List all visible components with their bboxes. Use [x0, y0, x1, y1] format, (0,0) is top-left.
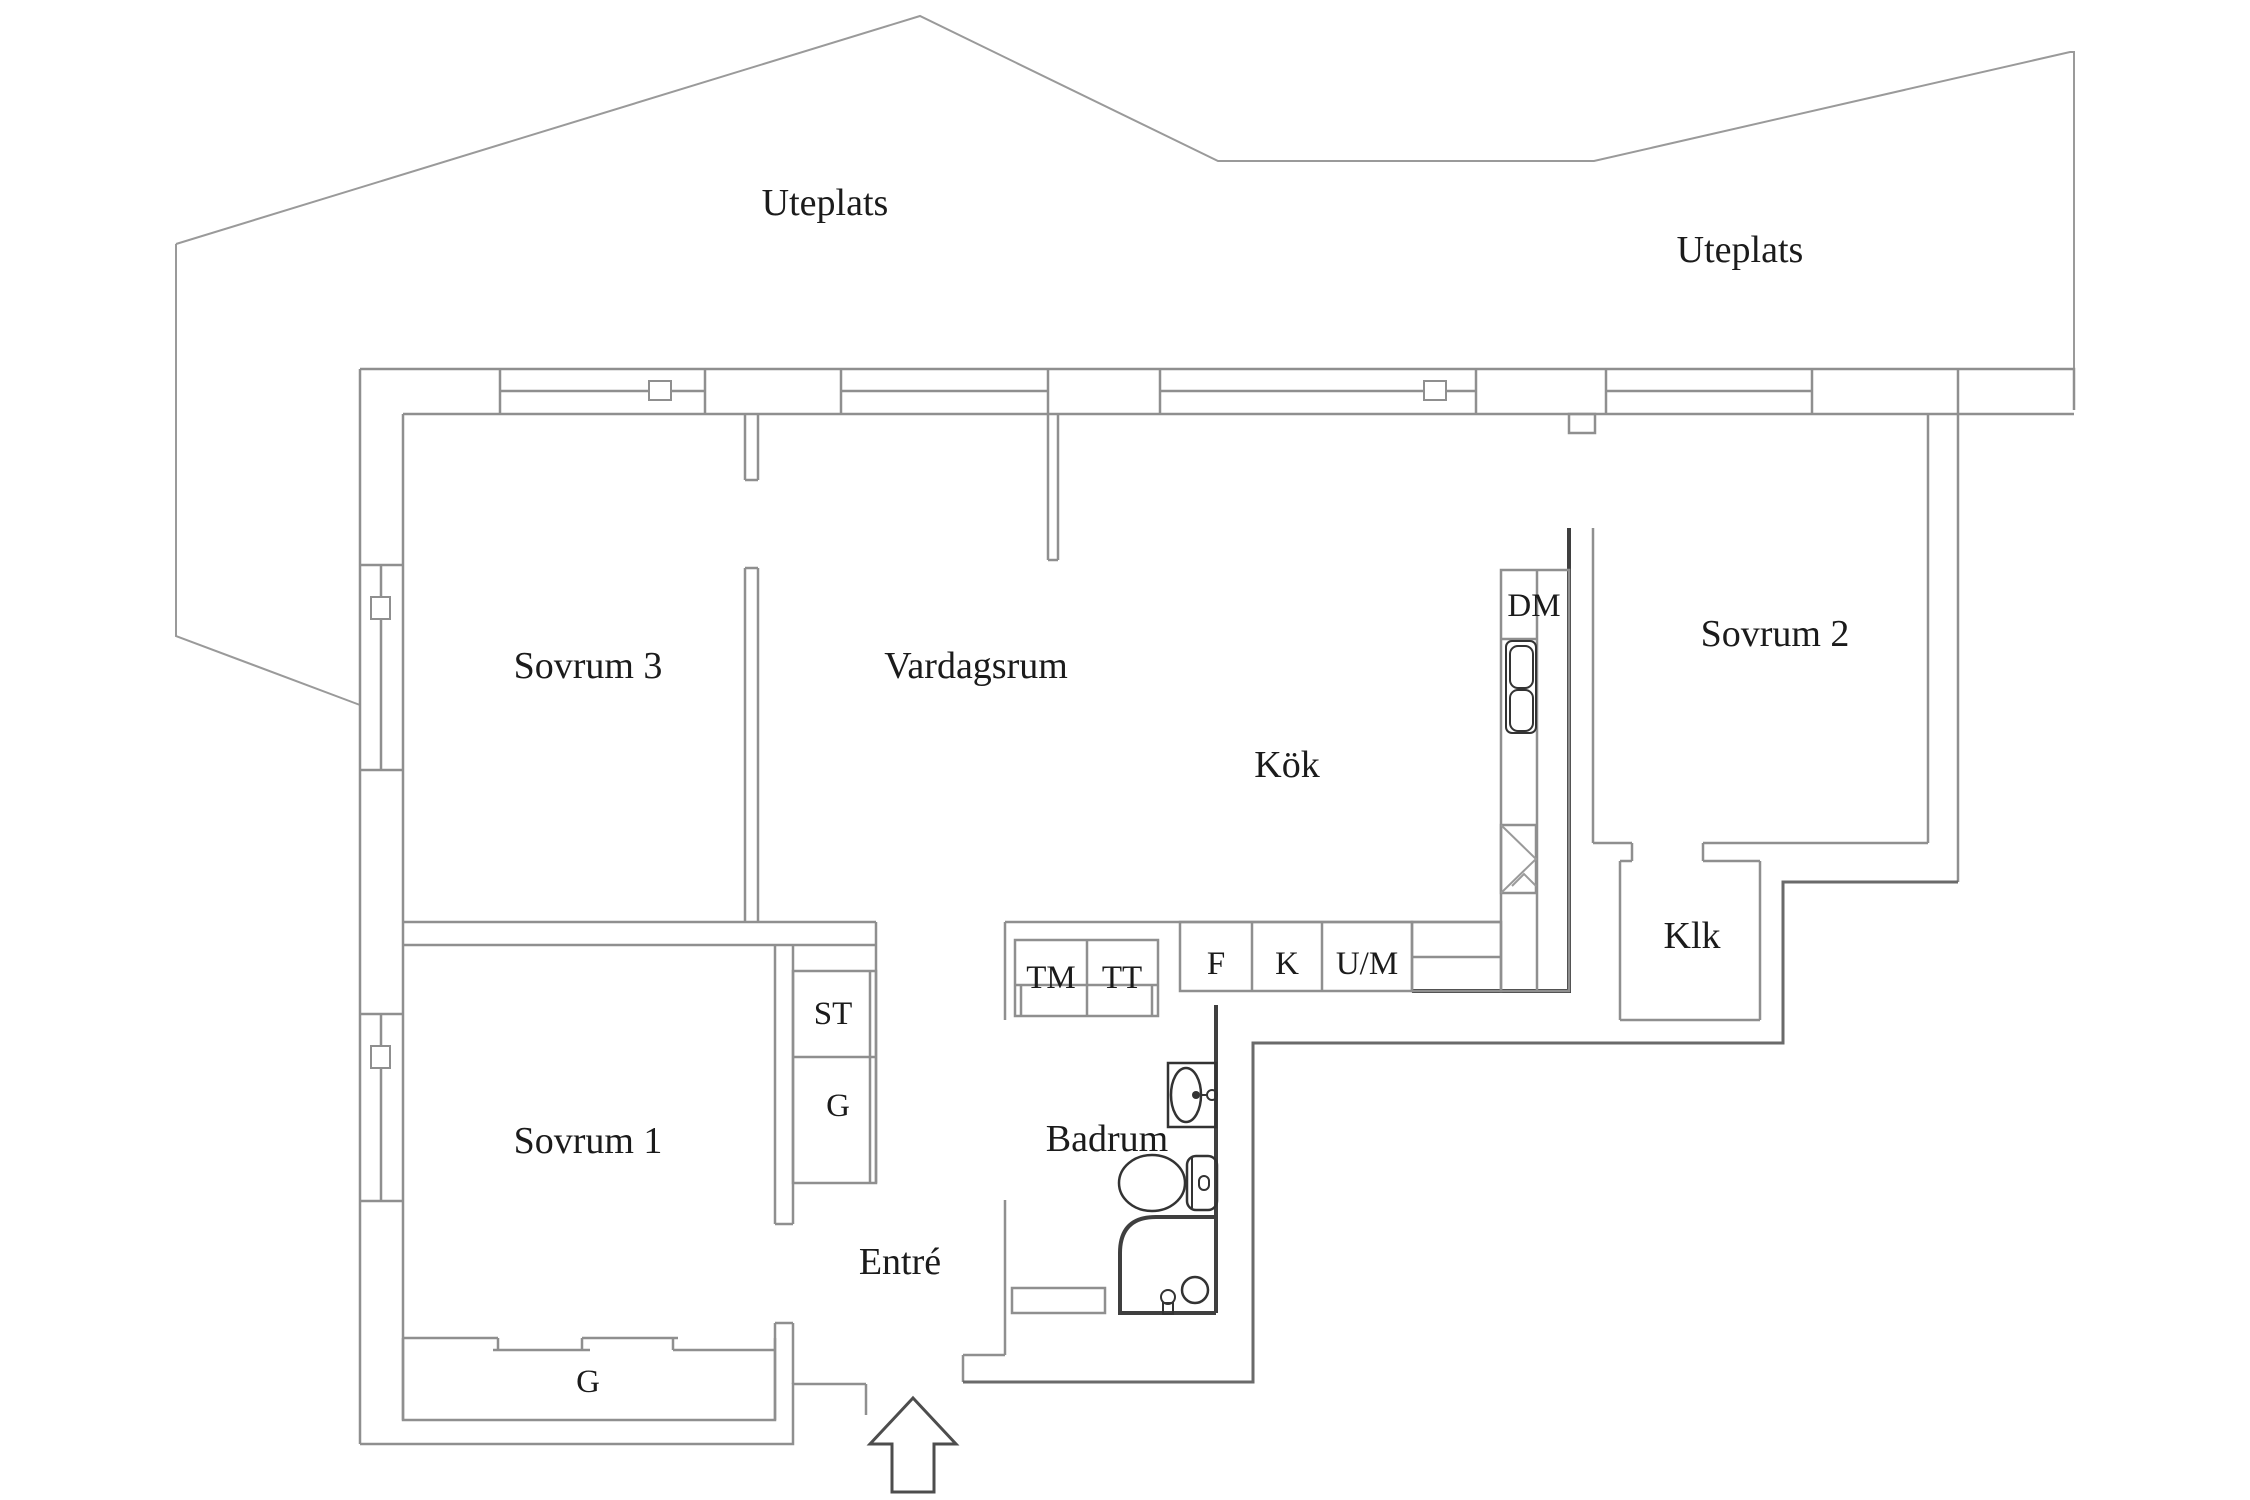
label-vardagsrum: Vardagsrum [884, 645, 1068, 687]
bottom-wall-outer [360, 1382, 866, 1446]
badrum-west-wall [961, 922, 1007, 1382]
shower-drain [1180, 1275, 1210, 1305]
label-uteplats-left: Uteplats [762, 182, 889, 224]
label-badrum: Badrum [1046, 1118, 1168, 1160]
terrace-roofline [175, 14, 2075, 369]
sink-tap-dot [1192, 1091, 1200, 1099]
label-dm: DM [1507, 588, 1560, 624]
bath-bench [1010, 1286, 1107, 1315]
toilet-tank [1185, 1154, 1219, 1212]
shower-icon [1118, 1215, 1216, 1315]
wardrobe-g-sliding-doors [403, 1336, 775, 1352]
laundry-front-line [1015, 983, 1158, 1016]
window-mullion-icon [370, 1045, 391, 1069]
wardrobe-g-box [401, 1338, 777, 1422]
sink-outer [1505, 640, 1537, 734]
sovrum2-east-wall [1926, 414, 1960, 882]
sovrum3-right-wall [743, 414, 760, 922]
window-mullion-icon [648, 380, 672, 401]
label-st: ST [814, 996, 853, 1032]
label-tt: TT [1102, 960, 1142, 996]
sovrum1-right-wall [773, 945, 795, 1420]
label-sovrum1: Sovrum 1 [514, 1120, 663, 1162]
terrace-left-edge [175, 244, 361, 706]
sovrum2-south-wall [1593, 841, 1928, 861]
label-kok: Kök [1254, 744, 1319, 786]
label-tm: TM [1026, 960, 1076, 996]
closet-st-g-box [791, 969, 878, 1185]
label-f: F [1207, 946, 1225, 982]
top-wall-windows [498, 369, 1960, 414]
closet-st-g [791, 969, 878, 1185]
kitchen-sink-icon [1505, 640, 1537, 734]
terrace-outline [175, 14, 2075, 706]
label-sovrum2: Sovrum 2 [1701, 613, 1850, 655]
window-mullion-icon [1423, 380, 1447, 401]
interior-walls [403, 412, 1960, 1420]
toilet-icon [1117, 1153, 1219, 1213]
sink-bowl-bottom [1509, 689, 1534, 732]
counter-column-line [1501, 570, 1539, 991]
stove-marks [1500, 824, 1538, 894]
appliance-row-dividers [1250, 922, 1324, 991]
wardrobe-g [401, 1336, 777, 1422]
vardagsrum-kok-pier [1046, 414, 1060, 562]
entrance-arrow-icon [866, 1395, 960, 1494]
shower-valve-head [1160, 1289, 1176, 1305]
badrum-fixtures [1010, 1061, 1219, 1315]
window-mullion-icon [370, 596, 391, 620]
southeast-boundary-wall [963, 880, 1958, 1384]
label-entre: Entré [859, 1241, 941, 1283]
label-g-wardrobe: G [576, 1364, 600, 1400]
label-sovrum3: Sovrum 3 [514, 645, 663, 687]
counter-column-box [1499, 568, 1571, 993]
toilet-button [1198, 1175, 1210, 1191]
stove-icon [1499, 823, 1538, 895]
shower-valve-base [1162, 1302, 1174, 1315]
shower-enclosure [1118, 1215, 1216, 1315]
label-k: K [1275, 946, 1299, 982]
sink-tap-knob [1206, 1089, 1218, 1101]
stove-box [1499, 823, 1538, 895]
toilet-bowl [1117, 1153, 1187, 1213]
left-wall-windows [360, 563, 403, 1203]
exterior-walls [358, 367, 2076, 1446]
room-labels: Uteplats Uteplats Sovrum 3 Vardagsrum Kö… [514, 182, 1850, 1283]
label-klk: Klk [1664, 915, 1721, 957]
kitchen-fittings [1178, 568, 1571, 993]
sink-bowl-top [1509, 645, 1534, 689]
laundry-niche [1013, 938, 1160, 1018]
label-g-closet: G [826, 1088, 850, 1124]
bathroom-sink-icon [1166, 1061, 1218, 1129]
label-um: U/M [1336, 946, 1398, 982]
fixture-labels: DM TM TT F K U/M ST G G [576, 588, 1561, 1400]
top-wall-outer [360, 367, 2076, 410]
label-uteplats-right: Uteplats [1677, 229, 1804, 271]
sovrum2-west-pier [1567, 412, 1597, 435]
klk-walls [1618, 859, 1762, 1022]
